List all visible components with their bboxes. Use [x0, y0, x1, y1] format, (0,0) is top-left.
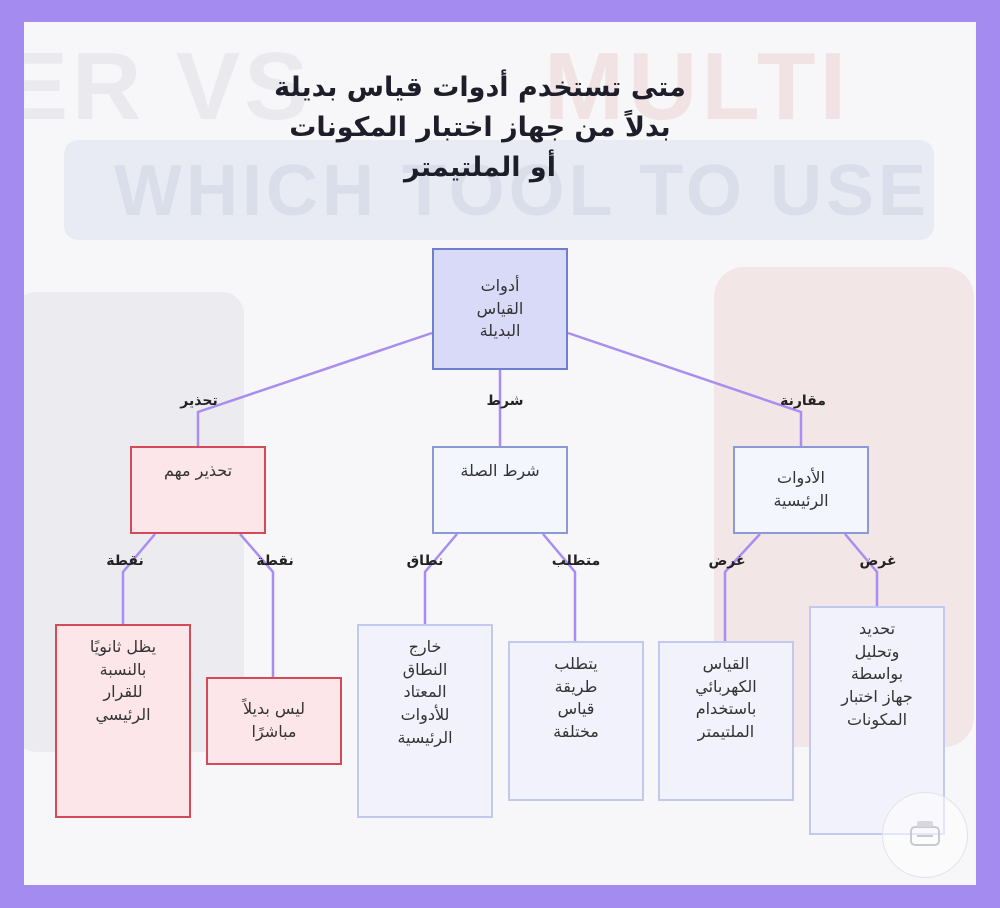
logo-badge-icon: [882, 792, 968, 878]
edge-maintools-component: [844, 533, 879, 606]
edge-label-purpose-right: غرض: [859, 553, 897, 569]
node-text: وتحليل: [854, 641, 900, 661]
node-text: الأدوات: [777, 468, 825, 488]
background-text-line2: WHICH TOOL TO USE: [114, 151, 931, 231]
node-leaf-multimeter: القياس الكهربائي باستخدام الملتيمتر: [658, 641, 794, 801]
node-text: القياس: [702, 654, 750, 673]
node-text: الكهربائي: [695, 676, 757, 696]
edge-maintools-multimeter: [723, 533, 761, 641]
node-text: يتطلب: [554, 654, 598, 673]
edge-label-condition: شرط: [486, 393, 524, 409]
node-text: بواسطة: [850, 664, 904, 684]
node-text: للأدوات: [400, 705, 450, 725]
edge-label-purpose-left: غرض: [708, 553, 746, 569]
node-leaf-requires: يتطلب طريقة قياس مختلفة: [508, 641, 644, 801]
node-text: الرئيسي: [95, 705, 151, 725]
node-text: ليس بديلاً: [242, 699, 306, 719]
diagram-title: متى تستخدم أدوات قياس بديلة بدلاً من جها…: [200, 68, 760, 188]
node-text: مباشرًا: [251, 722, 297, 741]
node-text: أدوات: [480, 275, 520, 295]
background-text-right: MULTI: [544, 33, 851, 140]
edge-condition-requires: [542, 533, 577, 641]
node-text: تحديد: [858, 619, 896, 638]
node-text: بالنسبة: [99, 659, 147, 679]
node-leaf-outside-scope: خارج النطاق المعتاد للأدوات الرئيسية: [357, 624, 493, 818]
node-warning: تحذير مهم: [130, 446, 266, 534]
node-text: شرط الصلة: [460, 461, 540, 480]
node-text: يظل ثانويًا: [89, 637, 157, 656]
edge-warning-notdirect: [239, 533, 275, 677]
background-band: [64, 140, 934, 240]
node-text: المعتاد: [403, 682, 447, 702]
node-condition: شرط الصلة: [432, 446, 568, 534]
node-text: الرئيسية: [397, 727, 453, 747]
node-main-tools: الأدوات الرئيسية: [733, 446, 869, 534]
edge-root-maintools: [567, 331, 803, 446]
node-text: جهاز اختبار: [841, 687, 913, 707]
node-text: قياس: [557, 699, 595, 719]
node-text: مختلفة: [553, 722, 599, 742]
title-line: متى تستخدم أدوات قياس بديلة: [274, 72, 686, 103]
node-leaf-not-direct: ليس بديلاً مباشرًا: [206, 677, 342, 765]
edge-warning-secondary: [121, 533, 156, 624]
node-text: خارج: [408, 637, 442, 656]
edge-label-scope: نطاق: [406, 553, 444, 569]
node-text: باستخدام: [695, 699, 757, 719]
edge-label-point-right: نقطة: [256, 553, 294, 569]
node-root: أدوات القياس البديلة: [432, 248, 568, 370]
background-text-left: ER VS: [24, 33, 313, 140]
edge-label-warning: تحذير: [180, 393, 218, 409]
logo-glyph-icon: [910, 821, 940, 846]
node-text: النطاق: [402, 659, 448, 679]
node-text: للقرار: [103, 682, 143, 702]
edge-label-point-left: نقطة: [106, 553, 144, 569]
node-text: الرئيسية: [773, 491, 829, 510]
node-text: المكونات: [846, 709, 908, 729]
edge-label-requirement: متطلب: [551, 553, 601, 569]
node-text: البديلة: [479, 321, 521, 341]
node-leaf-secondary: يظل ثانويًا بالنسبة للقرار الرئيسي: [55, 624, 191, 818]
edge-condition-outside: [423, 533, 458, 624]
edge-root-warning: [196, 331, 433, 446]
node-text: تحذير مهم: [163, 461, 233, 480]
title-line: أو الملتيمتر: [404, 151, 556, 183]
title-line: بدلاً من جهاز اختبار المكونات: [289, 111, 671, 143]
edge-label-comparison: مقارنة: [780, 393, 826, 409]
node-text: القياس: [476, 298, 524, 318]
node-text: طريقة: [554, 676, 598, 696]
node-text: الملتيمتر: [697, 722, 755, 742]
